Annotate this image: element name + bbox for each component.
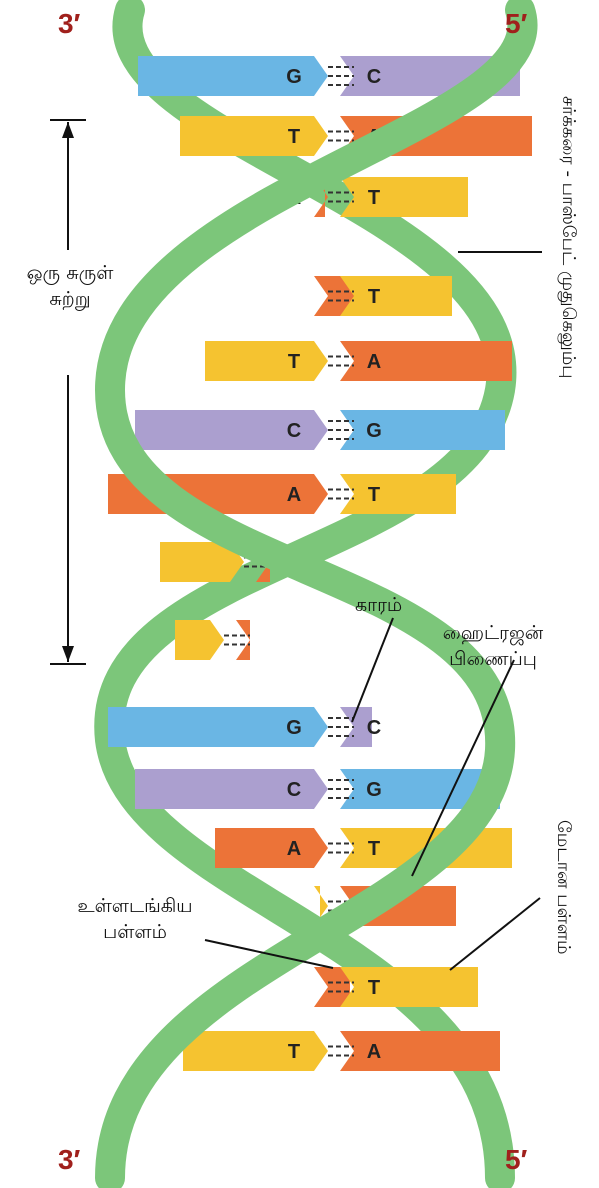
base-block-right bbox=[340, 769, 500, 809]
base-block-left bbox=[160, 542, 244, 582]
base-letter-left: A bbox=[287, 484, 301, 506]
major-groove-leader-line bbox=[449, 897, 541, 971]
bottom-right-end-label: 5′ bbox=[505, 1144, 528, 1175]
top-left-end-label: 3′ bbox=[58, 8, 81, 39]
base-block-left bbox=[135, 410, 328, 450]
one-turn-label: ஒரு சுருள் சுற்று bbox=[12, 260, 128, 312]
base-block-left bbox=[314, 967, 350, 1007]
base-letter-right: G bbox=[366, 779, 382, 801]
base-letter-right: T bbox=[368, 484, 380, 506]
base-block-left bbox=[314, 886, 328, 926]
one-turn-arrow bbox=[50, 119, 86, 665]
base-letter-left: T bbox=[288, 1041, 300, 1063]
base-block-left bbox=[180, 116, 328, 156]
base-letter-right: C bbox=[367, 66, 381, 88]
minor-groove-label: உள்ளடங்கிய பள்ளம் bbox=[40, 893, 230, 945]
base-block-right bbox=[340, 341, 512, 381]
one-turn-label-line1: ஒரு சுருள் bbox=[26, 262, 114, 284]
base-letter-right: T bbox=[368, 187, 380, 209]
base-block-left bbox=[108, 707, 328, 747]
base-block-left bbox=[205, 341, 328, 381]
base-leader-line bbox=[351, 617, 394, 723]
base-letter-right: T bbox=[368, 838, 380, 860]
front-strand-backbone bbox=[94, 0, 538, 1188]
sugar-phosphate-backbone-label: சர்க்கரை - பாஸ்பேட் முதுகெலும்பு bbox=[558, 96, 579, 379]
hydrogen-bond-label: ஹைட்ரஜன் பிணைப்பு bbox=[418, 620, 568, 672]
base-letter-left: T bbox=[288, 351, 300, 373]
base-letter-left: T bbox=[288, 126, 300, 148]
top-right-end-label: 5′ bbox=[505, 8, 528, 39]
base-letter-left: C bbox=[287, 420, 301, 442]
base-block-right bbox=[340, 410, 505, 450]
base-letter-left: C bbox=[287, 779, 301, 801]
base-letter-right: T bbox=[368, 286, 380, 308]
base-block-left bbox=[135, 769, 328, 809]
base-block-right bbox=[340, 1031, 500, 1071]
base-letter-left: A bbox=[287, 838, 301, 860]
base-letter-right: A bbox=[367, 351, 381, 373]
major-groove-label: மேடான பள்ளம் bbox=[553, 820, 574, 955]
base-label: காரம் bbox=[355, 594, 403, 616]
base-block-left bbox=[138, 56, 328, 96]
base-block-right bbox=[340, 967, 478, 1007]
minor-groove-leader-line bbox=[204, 939, 334, 969]
bottom-left-end-label: 3′ bbox=[58, 1144, 81, 1175]
hydrogen-bond-label-line1: ஹைட்ரஜன் bbox=[442, 622, 544, 644]
base-block-left bbox=[215, 828, 328, 868]
base-letter-right: T bbox=[368, 977, 380, 999]
base-block-left bbox=[183, 1031, 328, 1071]
hydrogen-bond-leader-line bbox=[411, 659, 515, 877]
base-letter-right: A bbox=[367, 1041, 381, 1063]
one-turn-label-line2: சுற்று bbox=[49, 288, 91, 310]
base-letter-right: G bbox=[366, 420, 382, 442]
base-block-right bbox=[340, 276, 452, 316]
base-block-right bbox=[340, 177, 468, 217]
minor-groove-label-line2: பள்ளம் bbox=[103, 921, 167, 943]
hydrogen-bond-label-line2: பிணைப்பு bbox=[449, 648, 537, 670]
base-letter-left: G bbox=[286, 66, 302, 88]
base-letter-left: G bbox=[286, 717, 302, 739]
base-block-right bbox=[236, 620, 250, 660]
base-letter-right: C bbox=[367, 717, 381, 739]
base-block-right bbox=[340, 474, 456, 514]
minor-groove-label-line1: உள்ளடங்கிய bbox=[77, 895, 193, 917]
base-block-left bbox=[175, 620, 224, 660]
